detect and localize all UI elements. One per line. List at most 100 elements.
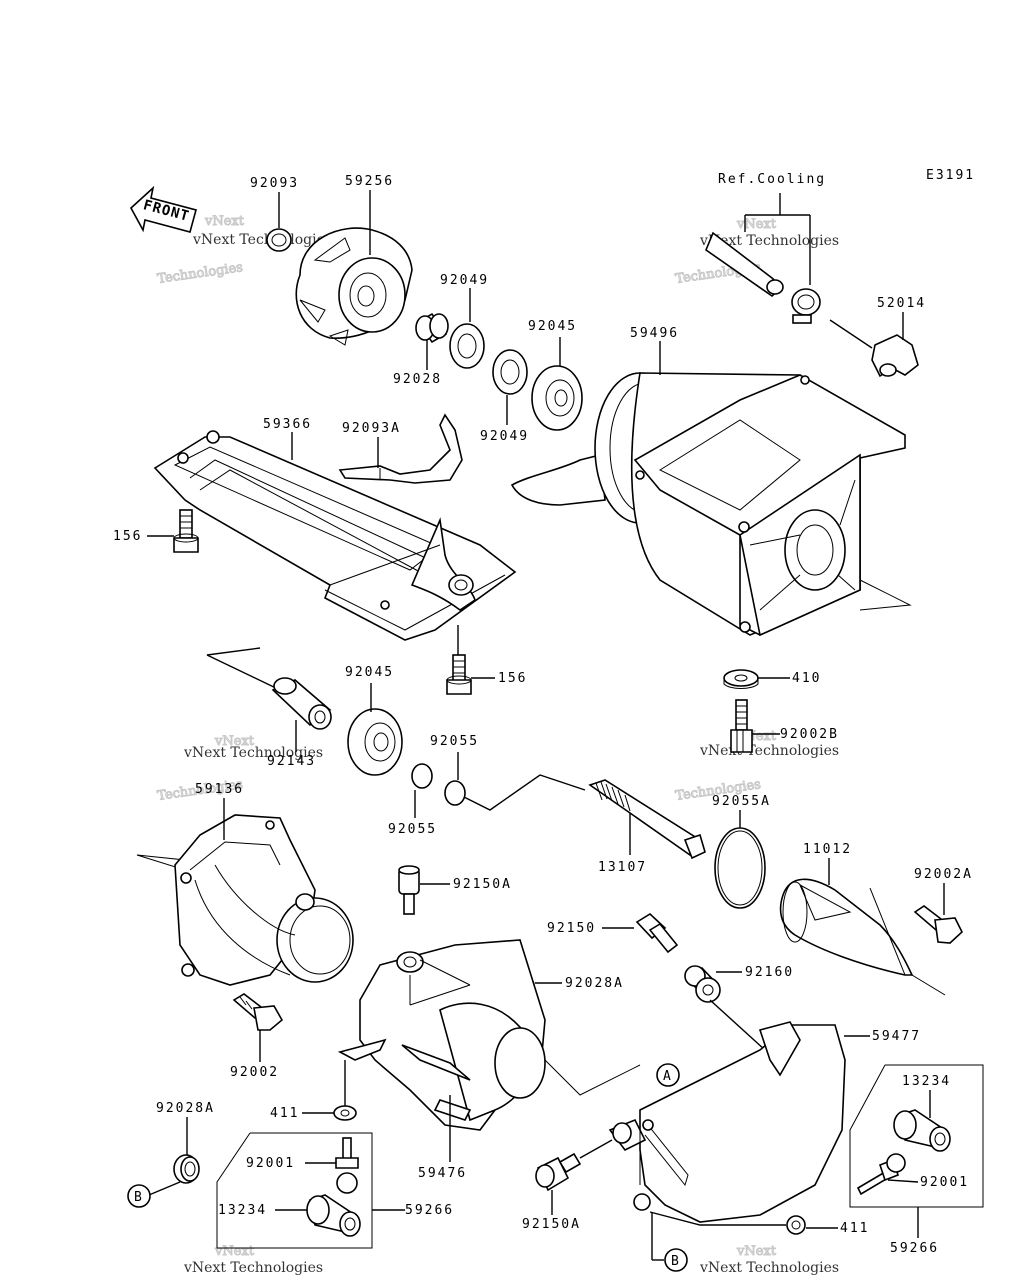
cooling-hose [705, 193, 821, 324]
part-59136-stator [136, 814, 354, 986]
svg-text:vNext Technologies: vNext Technologies [699, 233, 839, 249]
part-92045-bearing-b [347, 708, 403, 776]
part-411-washer-left [333, 1105, 357, 1121]
part-59256-impeller [295, 227, 413, 346]
part-92028-sleeve [415, 312, 449, 344]
part-92150A-bolt-top [398, 865, 420, 915]
svg-text:B: B [134, 1190, 142, 1205]
ref-cooling-label: Ref.Cooling [718, 172, 826, 187]
svg-text:vNext: vNext [214, 1244, 255, 1259]
label-92002: 92002 [230, 1065, 279, 1080]
svg-text:vNext Technologies: vNext Technologies [699, 1260, 839, 1276]
label-13107: 13107 [598, 860, 647, 875]
part-92045-bearing-a [531, 365, 583, 431]
label-59476: 59476 [418, 1166, 467, 1181]
part-13107-shaft [588, 779, 706, 860]
part-92150A-bolt-bottom [535, 1152, 582, 1192]
label-92002B: 92002B [780, 727, 839, 742]
label-92093: 92093 [250, 176, 299, 191]
kit-box-59266-right [849, 1064, 984, 1208]
label-92055-a: 92055 [388, 822, 437, 837]
part-92002A-bolt [913, 905, 963, 944]
label-156-left: 156 [113, 529, 142, 544]
part-13234-socket-left [306, 1194, 361, 1237]
part-92055A-oring [714, 827, 766, 909]
part-156-bolt-left [173, 509, 199, 553]
part-92002B-bolt [730, 699, 753, 753]
svg-text:vNext Technologies: vNext Technologies [192, 232, 332, 248]
label-92093A: 92093A [342, 421, 401, 436]
svg-text:B: B [671, 1254, 679, 1269]
part-92093A-clip [338, 413, 463, 484]
svg-text:vNext Technologies: vNext Technologies [183, 1260, 323, 1276]
label-11012: 11012 [803, 842, 852, 857]
label-59136: 59136 [195, 782, 244, 797]
svg-text:vNext Technologies: vNext Technologies [183, 745, 323, 761]
part-410-washer [723, 669, 759, 689]
callout-B-left: B [127, 1184, 151, 1208]
callout-A: A [656, 1063, 680, 1087]
svg-text:A: A [663, 1069, 671, 1084]
kit-box-59266-left [216, 1132, 373, 1249]
label-59496: 59496 [630, 326, 679, 341]
part-411-washer-right [786, 1215, 806, 1235]
label-410: 410 [792, 671, 821, 686]
part-92143-collar [206, 647, 332, 730]
part-92049-seal-a [449, 323, 485, 369]
label-92150A-top: 92150A [453, 877, 512, 892]
part-59496-pump-case [510, 372, 912, 637]
callout-B-bottom: B [664, 1248, 688, 1272]
part-92055-oring-a [411, 763, 433, 789]
label-59266-left: 59266 [405, 1203, 454, 1218]
label-92055-b: 92055 [430, 734, 479, 749]
label-411-right: 411 [840, 1221, 869, 1236]
svg-text:Technologies: Technologies [156, 260, 243, 287]
label-52014: 52014 [877, 296, 926, 311]
label-92049-a: 92049 [440, 273, 489, 288]
svg-text:vNext: vNext [214, 734, 255, 749]
label-59256: 59256 [345, 174, 394, 189]
label-13234-left: 13234 [218, 1203, 267, 1218]
label-92045-b: 92045 [345, 665, 394, 680]
front-arrow-icon: FRONT [129, 185, 197, 233]
part-92093-ring [266, 228, 292, 252]
watermark: vNext Technologies vNext Technologies vN… [156, 214, 839, 1277]
part-92055-oring-b [444, 780, 466, 806]
label-92028A-left: 92028A [156, 1101, 215, 1116]
part-52014-elbow [871, 334, 919, 378]
diagram-code: E3191 [926, 168, 975, 183]
svg-text:vNext: vNext [736, 1244, 777, 1259]
label-92160: 92160 [745, 965, 794, 980]
svg-text:vNext: vNext [736, 217, 777, 232]
label-411-left: 411 [270, 1106, 299, 1121]
label-156-center: 156 [498, 671, 527, 686]
label-92055A: 92055A [712, 794, 771, 809]
part-92001-balljoint-right [856, 1153, 906, 1196]
part-92002-bolt [232, 993, 284, 1031]
label-92049-b: 92049 [480, 429, 529, 444]
label-92002A: 92002A [914, 867, 973, 882]
label-92028: 92028 [393, 372, 442, 387]
label-92001-right: 92001 [920, 1175, 969, 1190]
part-13234-socket-right [893, 1109, 951, 1152]
label-92028A-center: 92028A [565, 976, 624, 991]
part-59366-grate [153, 430, 517, 641]
part-59476-nozzle [337, 939, 546, 1131]
part-92150-bolt [635, 912, 679, 954]
part-59477-bucket [544, 1021, 846, 1223]
label-59366: 59366 [263, 417, 312, 432]
label-92001-left: 92001 [246, 1156, 295, 1171]
label-92045-a: 92045 [528, 319, 577, 334]
svg-text:vNext Technologies: vNext Technologies [699, 743, 839, 759]
part-92028A-bush-left [173, 1154, 200, 1184]
label-92150: 92150 [547, 921, 596, 936]
part-11012-cover [779, 878, 946, 996]
part-92049-seal-b [492, 349, 528, 395]
svg-text:vNext: vNext [204, 214, 245, 229]
label-92150A-bottom: 92150A [522, 1217, 581, 1232]
part-92001-balljoint-left [335, 1137, 359, 1194]
label-59477: 59477 [872, 1029, 921, 1044]
part-156-bolt-center [446, 654, 472, 695]
label-13234-right: 13234 [902, 1074, 951, 1089]
